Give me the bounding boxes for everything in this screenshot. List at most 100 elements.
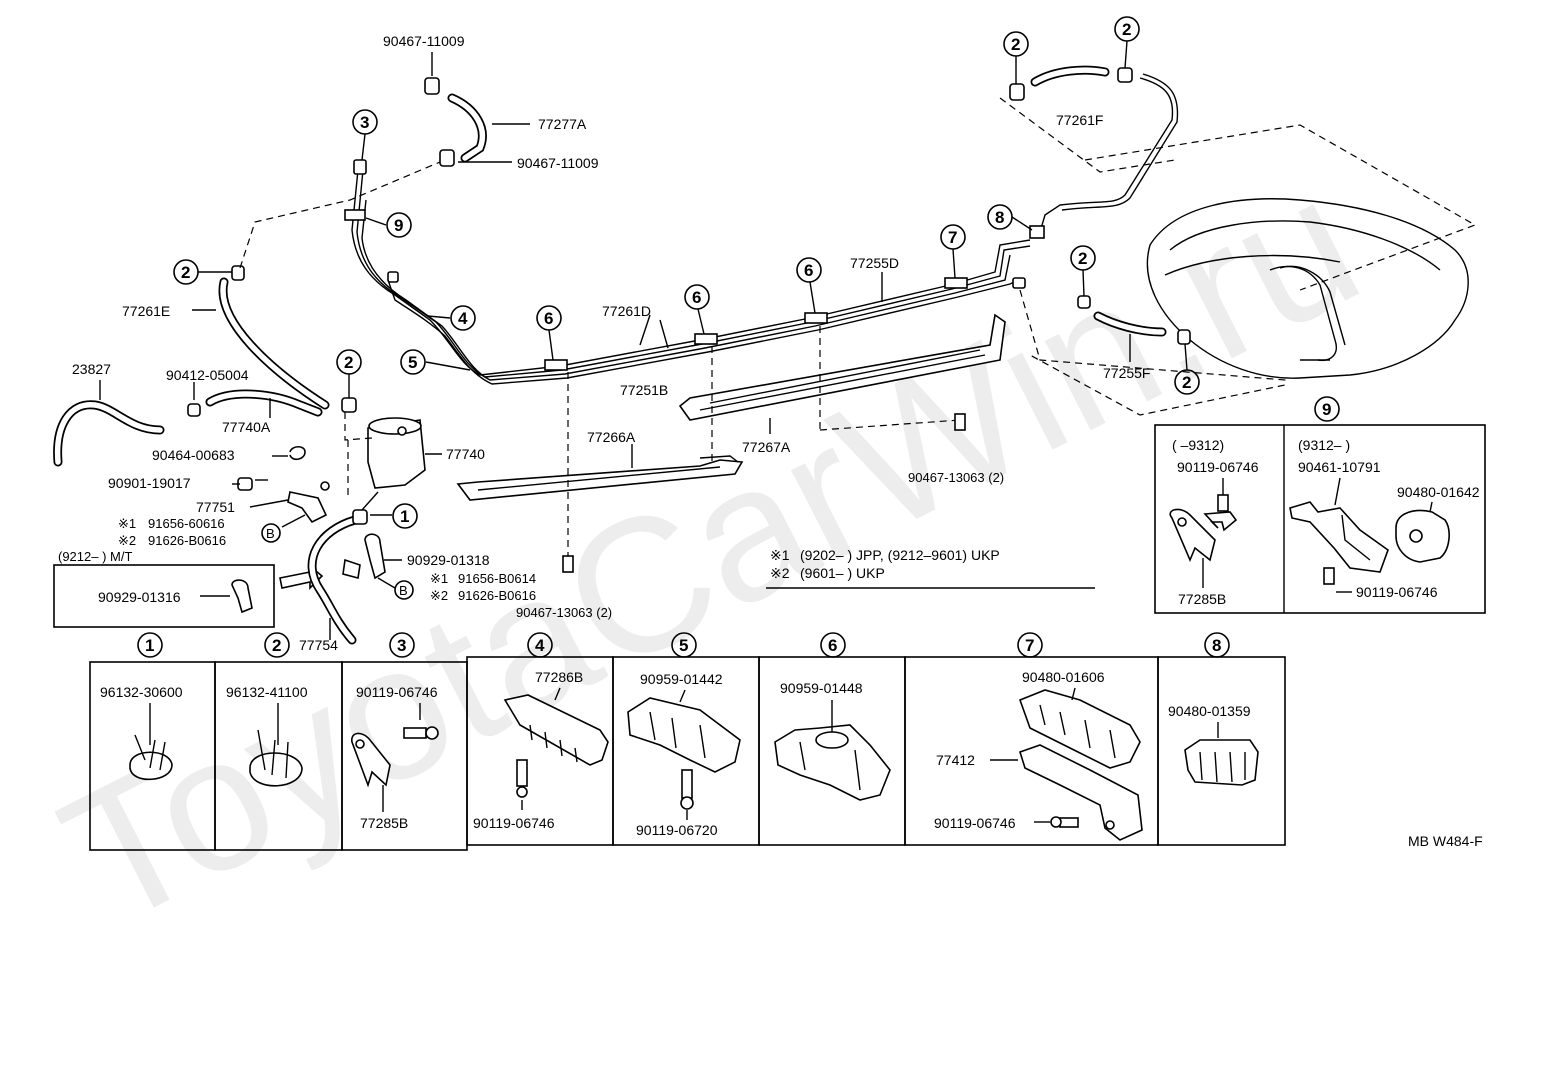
hose-23827: 23827 (53, 361, 165, 467)
label-90929-01318: 90929-01318 (407, 552, 490, 568)
note2-mark: ※2 (770, 565, 790, 581)
b1-part-label: 96132-30600 (100, 684, 183, 700)
callout-1: 1 (400, 507, 409, 526)
callout-4: 4 (458, 309, 468, 328)
b4-part-label: 77286B (535, 669, 583, 685)
callout-2-f: 2 (1182, 373, 1191, 392)
hose-77277a: 90467-11009 77277A 90467-11009 (383, 33, 599, 171)
callout-6-c: 6 (804, 261, 813, 280)
bottom-boxes: 96132-30600 96132-41100 90119-06746 7728… (89, 656, 1286, 851)
label-77261e: 77261E (122, 303, 170, 319)
box-9: 9 ( –9312) 90119-06746 77285B (9312– ) 9… (1154, 396, 1486, 614)
callout-8: 8 (995, 208, 1004, 227)
bottom-callout-1: 1 (145, 636, 154, 655)
note1-mark-left: ※1 (118, 516, 136, 531)
callout-2-b: 2 (344, 353, 353, 372)
hose-77740a: 90412-05004 77740A (166, 367, 357, 435)
b7-bracket-label: 77412 (936, 752, 975, 768)
box9-right-header: (9312– ) (1298, 437, 1350, 453)
b3-bolt-label: 90119-06746 (356, 684, 438, 700)
note1-mark-mid: ※1 (430, 571, 448, 586)
notes-center: ※1 (9202– ) JPP, (9212–9601) UKP ※2 (960… (766, 547, 1095, 589)
bolts-90467-13063: 90467-13063 (2) 90467-13063 (2) (516, 326, 1004, 620)
hose-77255f: 77255F (1019, 289, 1286, 416)
label-77255f: 77255F (1103, 365, 1150, 381)
label-90901-19017: 90901-19017 (108, 475, 191, 491)
box9-right-cushion-label: 90480-01642 (1397, 484, 1480, 500)
callout-7: 7 (948, 228, 957, 247)
label-90467-13063-a: 90467-13063 (2) (516, 605, 612, 620)
note2-mark-mid: ※2 (430, 588, 448, 603)
canister-77740: 77740 (344, 412, 485, 511)
hose-77754: 77754 90929-01318 B ※1 91656-B0614 ※2 91… (299, 509, 536, 653)
b6-part-label: 90959-01448 (780, 680, 863, 696)
note1-text: (9202– ) JPP, (9212–9601) UKP (800, 547, 1000, 563)
label-77255d: 77255D (850, 255, 899, 271)
label-77277a: 77277A (538, 116, 587, 132)
label-77740a: 77740A (222, 419, 271, 435)
hose-77261e: 77261E (122, 161, 441, 410)
b3-bracket-label: 77285B (360, 815, 408, 831)
label-91656-60616: 91656-60616 (148, 516, 225, 531)
callout-2-c: 2 (1011, 35, 1020, 54)
label-77261f: 77261F (1056, 112, 1103, 128)
b7-part-label: 90480-01606 (1022, 669, 1105, 685)
b8-part-label: 90480-01359 (1168, 703, 1251, 719)
bottom-callout-5: 5 (679, 636, 688, 655)
label-77740: 77740 (446, 446, 485, 462)
bottom-callout-2: 2 (272, 636, 281, 655)
bottom-callout-8: 8 (1212, 636, 1221, 655)
note2-text: (9601– ) UKP (800, 565, 885, 581)
hose-77261f: 77261F (999, 65, 1179, 233)
label-91656-b0614: 91656-B0614 (458, 571, 536, 586)
b5-bolt-label: 90119-06720 (636, 822, 718, 838)
bottom-callout-7: 7 (1025, 636, 1034, 655)
mt-inset: 90929-01316 (53, 564, 324, 628)
label-91626-b0616b: 91626-B0616 (458, 588, 536, 603)
box9-callout: 9 (1322, 400, 1331, 419)
label-23827: 23827 (72, 361, 111, 377)
callout-b-mid: B (399, 583, 408, 598)
label-90412-05004: 90412-05004 (166, 367, 249, 383)
box9-right-bolt-label: 90119-06746 (1356, 584, 1438, 600)
bottom-callout-3: 3 (397, 636, 406, 655)
b4-bolt-label: 90119-06746 (473, 815, 555, 831)
bottom-callout-4: 4 (535, 636, 545, 655)
box9-left-bracket-label: 77285B (1178, 591, 1226, 607)
protector-77266a: 77266A (456, 429, 744, 501)
label-90929-01316: 90929-01316 (98, 589, 181, 605)
box9-left-header: ( –9312) (1172, 437, 1224, 453)
fuel-tank (1084, 124, 1477, 379)
label-77754: 77754 (299, 637, 338, 653)
label-77261d: 77261D (602, 303, 651, 319)
notes-left: ※1 91656-60616 ※2 91626-B0616 B (9212– )… (58, 516, 281, 564)
callout-5: 5 (408, 353, 417, 372)
callout-6-a: 6 (544, 309, 553, 328)
callout-9: 9 (394, 216, 403, 235)
bottom-callout-6: 6 (828, 636, 837, 655)
callout-2-a: 2 (181, 263, 190, 282)
b7-bolt-label: 90119-06746 (934, 815, 1016, 831)
b2-part-label: 96132-41100 (226, 684, 308, 700)
label-77251b: 77251B (620, 382, 668, 398)
footer-code: MB W484-F (1408, 833, 1483, 849)
callout-b-left: B (266, 526, 275, 541)
b5-part-label: 90959-01442 (640, 671, 723, 687)
callout-2-d: 2 (1122, 20, 1131, 39)
label-77266a: 77266A (587, 429, 636, 445)
callout-6-b: 6 (692, 288, 701, 307)
label-77267a: 77267A (742, 439, 791, 455)
note1-mark: ※1 (770, 547, 790, 563)
label-90467-13063-b: 90467-13063 (2) (908, 470, 1004, 485)
callout-2-e: 2 (1078, 249, 1087, 268)
label-77751: 77751 (196, 499, 235, 515)
label-90464-00683: 90464-00683 (152, 447, 235, 463)
label-91626-b0616: 91626-B0616 (148, 533, 226, 548)
label-9212-mt: (9212– ) M/T (58, 549, 132, 564)
box9-left-bolt-label: 90119-06746 (1177, 459, 1259, 475)
left-small-parts: 90464-00683 90901-19017 77751 (108, 445, 330, 528)
box9-right-bracket-label: 90461-10791 (1298, 459, 1381, 475)
label-90467-11009-mid: 90467-11009 (517, 155, 599, 171)
